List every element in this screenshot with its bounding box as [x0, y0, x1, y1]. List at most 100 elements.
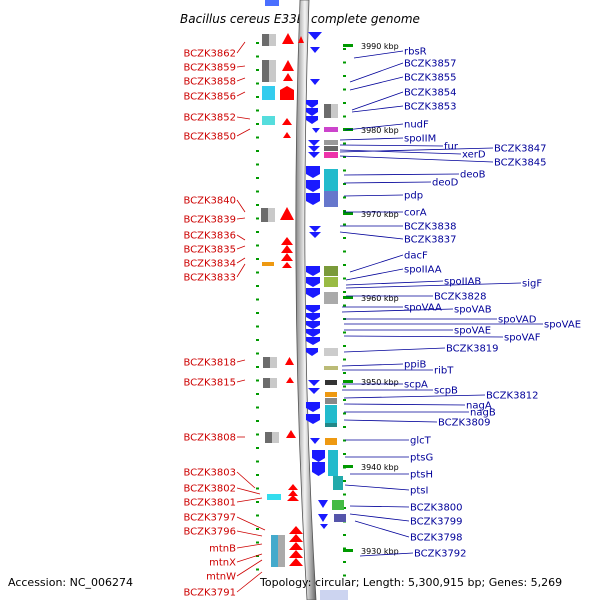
ruler-tick: [343, 102, 346, 104]
right-gene-leader: [343, 173, 460, 176]
ruler-tick: [343, 372, 346, 374]
ruler-tick: [343, 426, 346, 428]
right-gene-label: BCZK3798: [410, 533, 463, 544]
forward-gene-arrow: [280, 86, 294, 100]
ruler-tick: [343, 237, 346, 239]
forward-gene-arrow: [283, 132, 291, 138]
left-gene-label: BCZK3840: [183, 196, 236, 207]
gene-box: [263, 378, 270, 388]
reverse-gene-arrow: [320, 524, 328, 529]
right-gene-leader: [339, 144, 444, 147]
ruler-tick: [256, 271, 259, 274]
right-gene-label: nudF: [404, 120, 429, 131]
left-gene-leader: [236, 543, 263, 549]
right-gene-label: dacF: [404, 251, 428, 262]
backbone-strand: [295, 0, 317, 600]
ruler-tick: [256, 150, 259, 152]
ruler-tick: [256, 96, 259, 98]
ruler-tick: [343, 453, 346, 455]
gene-box: [269, 72, 276, 82]
gene-box: [324, 277, 338, 287]
ruler-tick: [256, 177, 259, 179]
ruler-tick: [256, 474, 259, 476]
ruler-tick: [256, 339, 259, 341]
left-gene-label: BCZK3839: [183, 215, 236, 226]
left-gene-label: BCZK3852: [183, 113, 236, 124]
left-gene-leader: [236, 128, 251, 137]
scale-mark-label: 3940 kbp: [361, 463, 399, 472]
left-gene-label: BCZK3797: [183, 513, 236, 524]
ruler-tick: [343, 507, 346, 509]
gene-box: [324, 140, 338, 145]
right-gene-label: spoVAE: [544, 320, 581, 331]
ruler-tick: [256, 136, 259, 139]
ruler-tick: [343, 115, 346, 118]
gene-box: [325, 380, 337, 385]
right-gene-label: BCZK3828: [434, 292, 487, 303]
reverse-gene-arrow: [306, 180, 320, 192]
ruler-tick: [256, 379, 259, 382]
ruler-tick: [343, 385, 346, 388]
gene-box: [269, 60, 276, 72]
left-gene-label: BCZK3836: [183, 231, 236, 242]
ruler-tick: [256, 42, 259, 44]
right-gene-label: spoIIAA: [404, 265, 442, 276]
right-gene-label: scpA: [404, 380, 428, 391]
forward-gene-arrow: [282, 118, 292, 125]
right-gene-leader: [339, 149, 462, 155]
gene-box: [325, 438, 337, 445]
ruler-tick: [343, 345, 346, 347]
ruler-tick: [343, 223, 346, 226]
left-gene-leader: [236, 257, 246, 264]
ruler-tick: [343, 169, 346, 172]
ruler-tick: [343, 61, 346, 64]
right-gene-label: pdp: [404, 191, 423, 202]
ruler-tick: [343, 142, 346, 145]
right-gene-label: BCZK3812: [486, 391, 539, 402]
left-gene-leader: [236, 359, 246, 363]
reverse-gene-arrow: [306, 277, 320, 287]
ruler-tick: [343, 210, 346, 212]
right-gene-label: ptsG: [410, 453, 433, 464]
reverse-gene-arrow: [310, 438, 320, 444]
right-gene-label: deoD: [432, 178, 459, 189]
left-gene-label: BCZK3791: [183, 588, 236, 599]
reverse-gene-arrow: [308, 380, 320, 386]
gene-box: [269, 34, 276, 46]
forward-gene-arrow: [288, 490, 298, 496]
gene-box: [324, 366, 338, 370]
forward-gene-arrow: [298, 36, 304, 43]
ruler-tick: [343, 304, 346, 307]
left-gene-leader: [236, 571, 263, 593]
ruler-tick: [343, 412, 346, 415]
ruler-tick: [256, 325, 259, 328]
left-gene-leader: [236, 65, 246, 68]
right-gene-label: nagB: [470, 408, 496, 419]
left-gene-label: BCZK3858: [183, 77, 236, 88]
gene-box: [271, 535, 278, 567]
left-gene-label: BCZK3802: [183, 484, 236, 495]
forward-gene-arrow: [281, 245, 293, 253]
top-cut-feature: [265, 0, 279, 6]
ruler-tick: [256, 69, 259, 71]
gene-box: [324, 292, 338, 304]
left-gene-label: mtnX: [209, 558, 236, 569]
left-gene-leader: [236, 234, 246, 241]
scale-mark-label: 3960 kbp: [361, 294, 399, 303]
right-gene-label: BCZK3809: [438, 418, 491, 429]
gene-box: [262, 262, 274, 266]
reverse-gene-arrow: [306, 193, 320, 205]
left-gene-label: BCZK3834: [183, 259, 236, 270]
gene-box: [270, 378, 277, 388]
right-gene-label: spoVAF: [504, 333, 541, 344]
right-gene-leader: [359, 552, 414, 557]
ruler-tick: [256, 420, 259, 422]
right-gene-leader: [341, 363, 404, 367]
forward-gene-arrow: [280, 207, 294, 220]
gene-box: [324, 104, 331, 118]
scale-mark-label: 3950 kbp: [361, 378, 399, 387]
reverse-gene-arrow: [312, 450, 325, 462]
gene-box: [325, 398, 337, 404]
right-gene-label: spoIIAB: [444, 277, 481, 288]
scale-mark-label: 3990 kbp: [361, 42, 399, 51]
